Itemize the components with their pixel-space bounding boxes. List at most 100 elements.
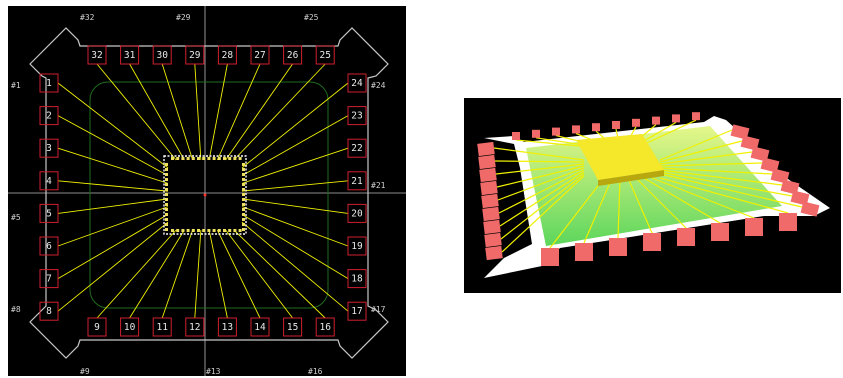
die-bond-finger	[242, 168, 245, 171]
render-bond-wire	[583, 177, 613, 244]
render-lead	[612, 121, 620, 129]
pad-number-label: 10	[124, 322, 136, 333]
render-bond-wire	[635, 177, 687, 229]
render-lead	[800, 201, 820, 217]
render-lead	[483, 219, 501, 235]
bond-pad-15	[283, 317, 303, 337]
die-bond-finger	[165, 203, 168, 206]
bond-pad-8	[39, 301, 59, 321]
render-lead	[477, 141, 495, 157]
render-bond-wire	[651, 177, 755, 219]
outer-pin-label: #32	[80, 13, 95, 22]
die-bond-finger	[171, 157, 174, 160]
pad-number-label: 9	[94, 322, 100, 333]
render-lead	[779, 213, 797, 231]
bond-wire	[57, 213, 169, 279]
bond-pad-17	[347, 301, 367, 321]
render-lead	[692, 112, 700, 121]
render-bond-wire	[659, 171, 793, 197]
die-bond-finger	[242, 163, 245, 166]
bond-pad-5	[39, 203, 59, 223]
bond-wire	[57, 180, 169, 192]
die-bond-finger	[242, 228, 245, 231]
render-bond-wire	[494, 160, 585, 163]
render-lead	[609, 238, 627, 256]
pad-number-label: 17	[351, 306, 362, 317]
die-bond-finger	[242, 203, 245, 206]
render-bond-wire	[549, 177, 605, 249]
bond-pad-10	[120, 317, 140, 337]
pad-number-label: 27	[254, 50, 265, 61]
die-bond-finger	[242, 188, 245, 191]
die-bond-finger	[165, 178, 168, 181]
outer-pin-label: #17	[371, 305, 386, 314]
die-bond-finger	[186, 229, 190, 232]
pad-number-label: 6	[46, 241, 52, 252]
die-outline	[163, 155, 247, 235]
die-bond-finger	[238, 157, 242, 160]
render-bond-wire	[617, 177, 621, 239]
pad-number-label: 19	[351, 241, 363, 252]
outer-pin-labels: #32#29#25#9#13#16#1#5#8#24#21#17	[11, 13, 386, 376]
die-bond-finger	[217, 157, 221, 160]
die-bond-finger	[207, 229, 211, 232]
render-bond-wire	[659, 173, 803, 208]
outer-pin-label: #29	[176, 13, 191, 22]
render-lead	[592, 123, 600, 132]
die-paddle-outline	[89, 81, 329, 309]
pad-number-label: 15	[287, 322, 298, 333]
die-bond-finger	[242, 213, 245, 216]
outer-pin-label: #5	[11, 213, 21, 222]
die-bond-finger	[233, 157, 237, 160]
bond-wire	[96, 63, 177, 161]
render-bond-wire	[497, 167, 585, 201]
die-bond-finger	[242, 218, 245, 221]
bond-pad-2	[39, 106, 59, 126]
render-die-top	[576, 134, 664, 180]
die-bond-finger	[181, 229, 185, 232]
pad-number-label: 7	[46, 274, 52, 285]
die-bond-finger	[228, 229, 232, 232]
bond-pad-23	[347, 106, 367, 126]
pad-number-label: 16	[319, 322, 331, 333]
render-lead	[480, 180, 498, 196]
bond-wire	[225, 229, 293, 319]
bond-pad-3	[39, 138, 59, 158]
pad-number-label: 24	[351, 78, 363, 89]
render-bond-wire	[659, 167, 773, 175]
bond-wire	[233, 63, 326, 161]
die-bond-finger	[212, 229, 216, 232]
render-bond-wire	[496, 165, 585, 188]
bond-pad-12	[185, 317, 205, 337]
bond-pad-24	[347, 73, 367, 93]
die-bond-finger	[165, 223, 168, 226]
render-bond-wire	[659, 162, 763, 167]
bond-wire	[129, 229, 185, 319]
pad-number-label: 32	[91, 50, 102, 61]
render-bond-wire	[659, 129, 733, 161]
bond-pad-16	[315, 317, 335, 337]
bond-wires	[57, 63, 349, 319]
bond-wire	[241, 213, 349, 279]
die-bond-finger	[242, 223, 245, 226]
render-lead	[572, 125, 580, 134]
bond-wire	[233, 229, 326, 319]
die-bond-finger	[233, 229, 237, 232]
die-bond-finger	[165, 183, 168, 186]
die-bond-finger	[197, 229, 200, 232]
bond-pad-32	[87, 45, 107, 65]
die-bond-finger	[202, 157, 206, 160]
bond-pad-18	[347, 269, 367, 289]
render-bond-wire	[643, 177, 721, 224]
bond-wire	[241, 147, 349, 184]
die-bond-finger	[242, 173, 245, 176]
die-bond-finger	[212, 157, 216, 160]
bond-pad-30	[152, 45, 172, 65]
die-bond-finger	[238, 229, 242, 232]
pad-number-label: 18	[351, 274, 363, 285]
die-bond-finger	[165, 198, 168, 201]
outer-pin-label: #1	[11, 81, 21, 90]
bond-pad-28	[217, 45, 237, 65]
die-bond-finger	[165, 193, 168, 196]
